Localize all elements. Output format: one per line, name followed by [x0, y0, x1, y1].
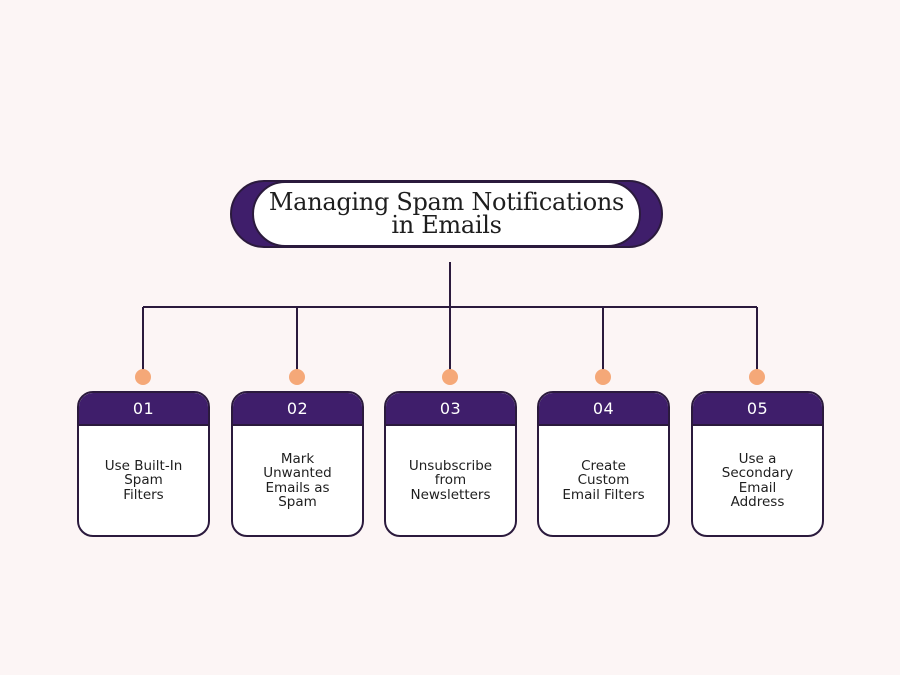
step-number: 04 [539, 393, 668, 426]
diagram-title: Managing Spam Notifications in Emails [268, 188, 625, 239]
title-box: Managing Spam Notifications in Emails [230, 180, 663, 248]
connector-dot-2 [289, 369, 305, 385]
step-card-04: 04 Create Custom Email Filters [537, 391, 670, 537]
step-body: Mark Unwanted Emails as Spam [237, 426, 358, 535]
step-number: 05 [693, 393, 822, 426]
step-label: Mark Unwanted Emails as Spam [263, 450, 332, 510]
connector-dot-3 [442, 369, 458, 385]
step-card-01: 01 Use Built-In Spam Filters [77, 391, 210, 537]
step-card-03: 03 Unsubscribe from Newsletters [384, 391, 517, 537]
connector-dot-4 [595, 369, 611, 385]
step-label: Use a Secondary Email Address [721, 450, 794, 510]
step-body: Use a Secondary Email Address [697, 426, 818, 535]
connector-dot-1 [135, 369, 151, 385]
step-number: 01 [79, 393, 208, 426]
step-label: Use Built-In Spam Filters [104, 457, 183, 503]
step-card-05: 05 Use a Secondary Email Address [691, 391, 824, 537]
title-inner: Managing Spam Notifications in Emails [252, 181, 641, 247]
step-label: Create Custom Email Filters [562, 457, 645, 503]
step-body: Unsubscribe from Newsletters [390, 426, 511, 535]
step-card-02: 02 Mark Unwanted Emails as Spam [231, 391, 364, 537]
connector-dot-5 [749, 369, 765, 385]
step-label: Unsubscribe from Newsletters [408, 457, 493, 503]
step-body: Use Built-In Spam Filters [83, 426, 204, 535]
step-body: Create Custom Email Filters [543, 426, 664, 535]
step-number: 03 [386, 393, 515, 426]
step-number: 02 [233, 393, 362, 426]
